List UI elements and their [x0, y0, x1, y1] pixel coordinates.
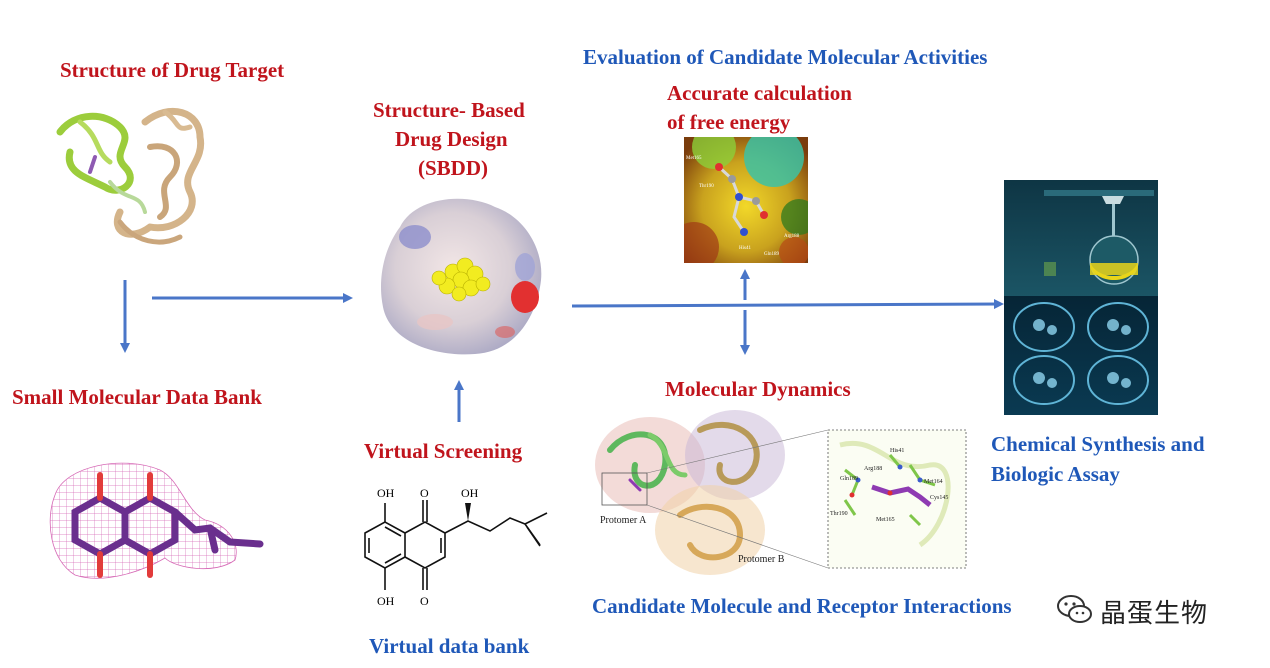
small-molecule-mesh-image	[49, 462, 264, 579]
residue-label-1: Arg188	[864, 466, 882, 472]
oh-label-bottom-left: OH	[377, 594, 395, 608]
virtual-bank-molecule-structure: OH O OH OH O	[364, 486, 548, 608]
residue-label-0: His41	[890, 448, 904, 454]
molecular-dynamics-image: Protomer A Protomer B His41 Arg188 Gln18…	[595, 410, 967, 575]
synthesis-assay-photo	[1004, 180, 1158, 415]
protomer-b-label: Protomer B	[738, 554, 785, 565]
label-molecular-dynamics: Molecular Dynamics	[665, 377, 851, 401]
label-synthesis-line2: Biologic Assay	[991, 462, 1120, 486]
watermark-text: 晶蛋生物	[1100, 599, 1209, 629]
label-receptor-interactions: Candidate Molecule and Receptor Interact…	[592, 594, 1012, 618]
fe-label-2: Arg188	[784, 234, 800, 239]
label-sbdd-line2: Drug Design	[395, 127, 508, 151]
label-synthesis-line1: Chemical Synthesis and	[991, 432, 1205, 456]
residue-label-5: Thr190	[830, 511, 848, 517]
label-evaluation: Evaluation of Candidate Molecular Activi…	[583, 45, 988, 69]
o-label-bottom: O	[420, 594, 429, 608]
label-sbdd-line1: Structure- Based	[373, 98, 525, 122]
drug-target-protein-image	[56, 107, 205, 245]
residue-label-3: Met164	[924, 479, 943, 485]
label-free-energy-line2: of free energy	[667, 110, 791, 134]
fe-label-4: Gln189	[764, 252, 780, 257]
label-free-energy-line1: Accurate calculation	[667, 81, 852, 105]
o-label-top: O	[420, 486, 429, 500]
wechat-icon	[1057, 595, 1092, 623]
fe-label-0: Met165	[686, 156, 702, 161]
arrow-sbdd-to-synthesis	[571, 299, 1004, 310]
sbdd-surface-image	[380, 198, 542, 355]
protomer-a-label: Protomer A	[600, 515, 647, 526]
residue-label-6: Met165	[876, 517, 895, 523]
fe-label-3: His41	[739, 246, 751, 251]
oh-label-top-left: OH	[377, 486, 395, 500]
residue-label-4: Cys145	[930, 495, 948, 501]
label-virtual-screening: Virtual Screening	[364, 439, 523, 463]
residue-label-2: Gln189	[840, 476, 858, 482]
oh-label-chain: OH	[461, 486, 479, 500]
label-virtual-data-bank: Virtual data bank	[369, 634, 530, 658]
label-sbdd-line3: (SBDD)	[418, 156, 489, 180]
free-energy-image: Met165 Thr190 Arg188 His41 Gln189	[684, 137, 808, 263]
fe-label-1: Thr190	[699, 184, 714, 189]
label-small-molecular-data-bank: Small Molecular Data Bank	[12, 385, 262, 409]
label-structure-of-drug-target: Structure of Drug Target	[60, 58, 285, 82]
